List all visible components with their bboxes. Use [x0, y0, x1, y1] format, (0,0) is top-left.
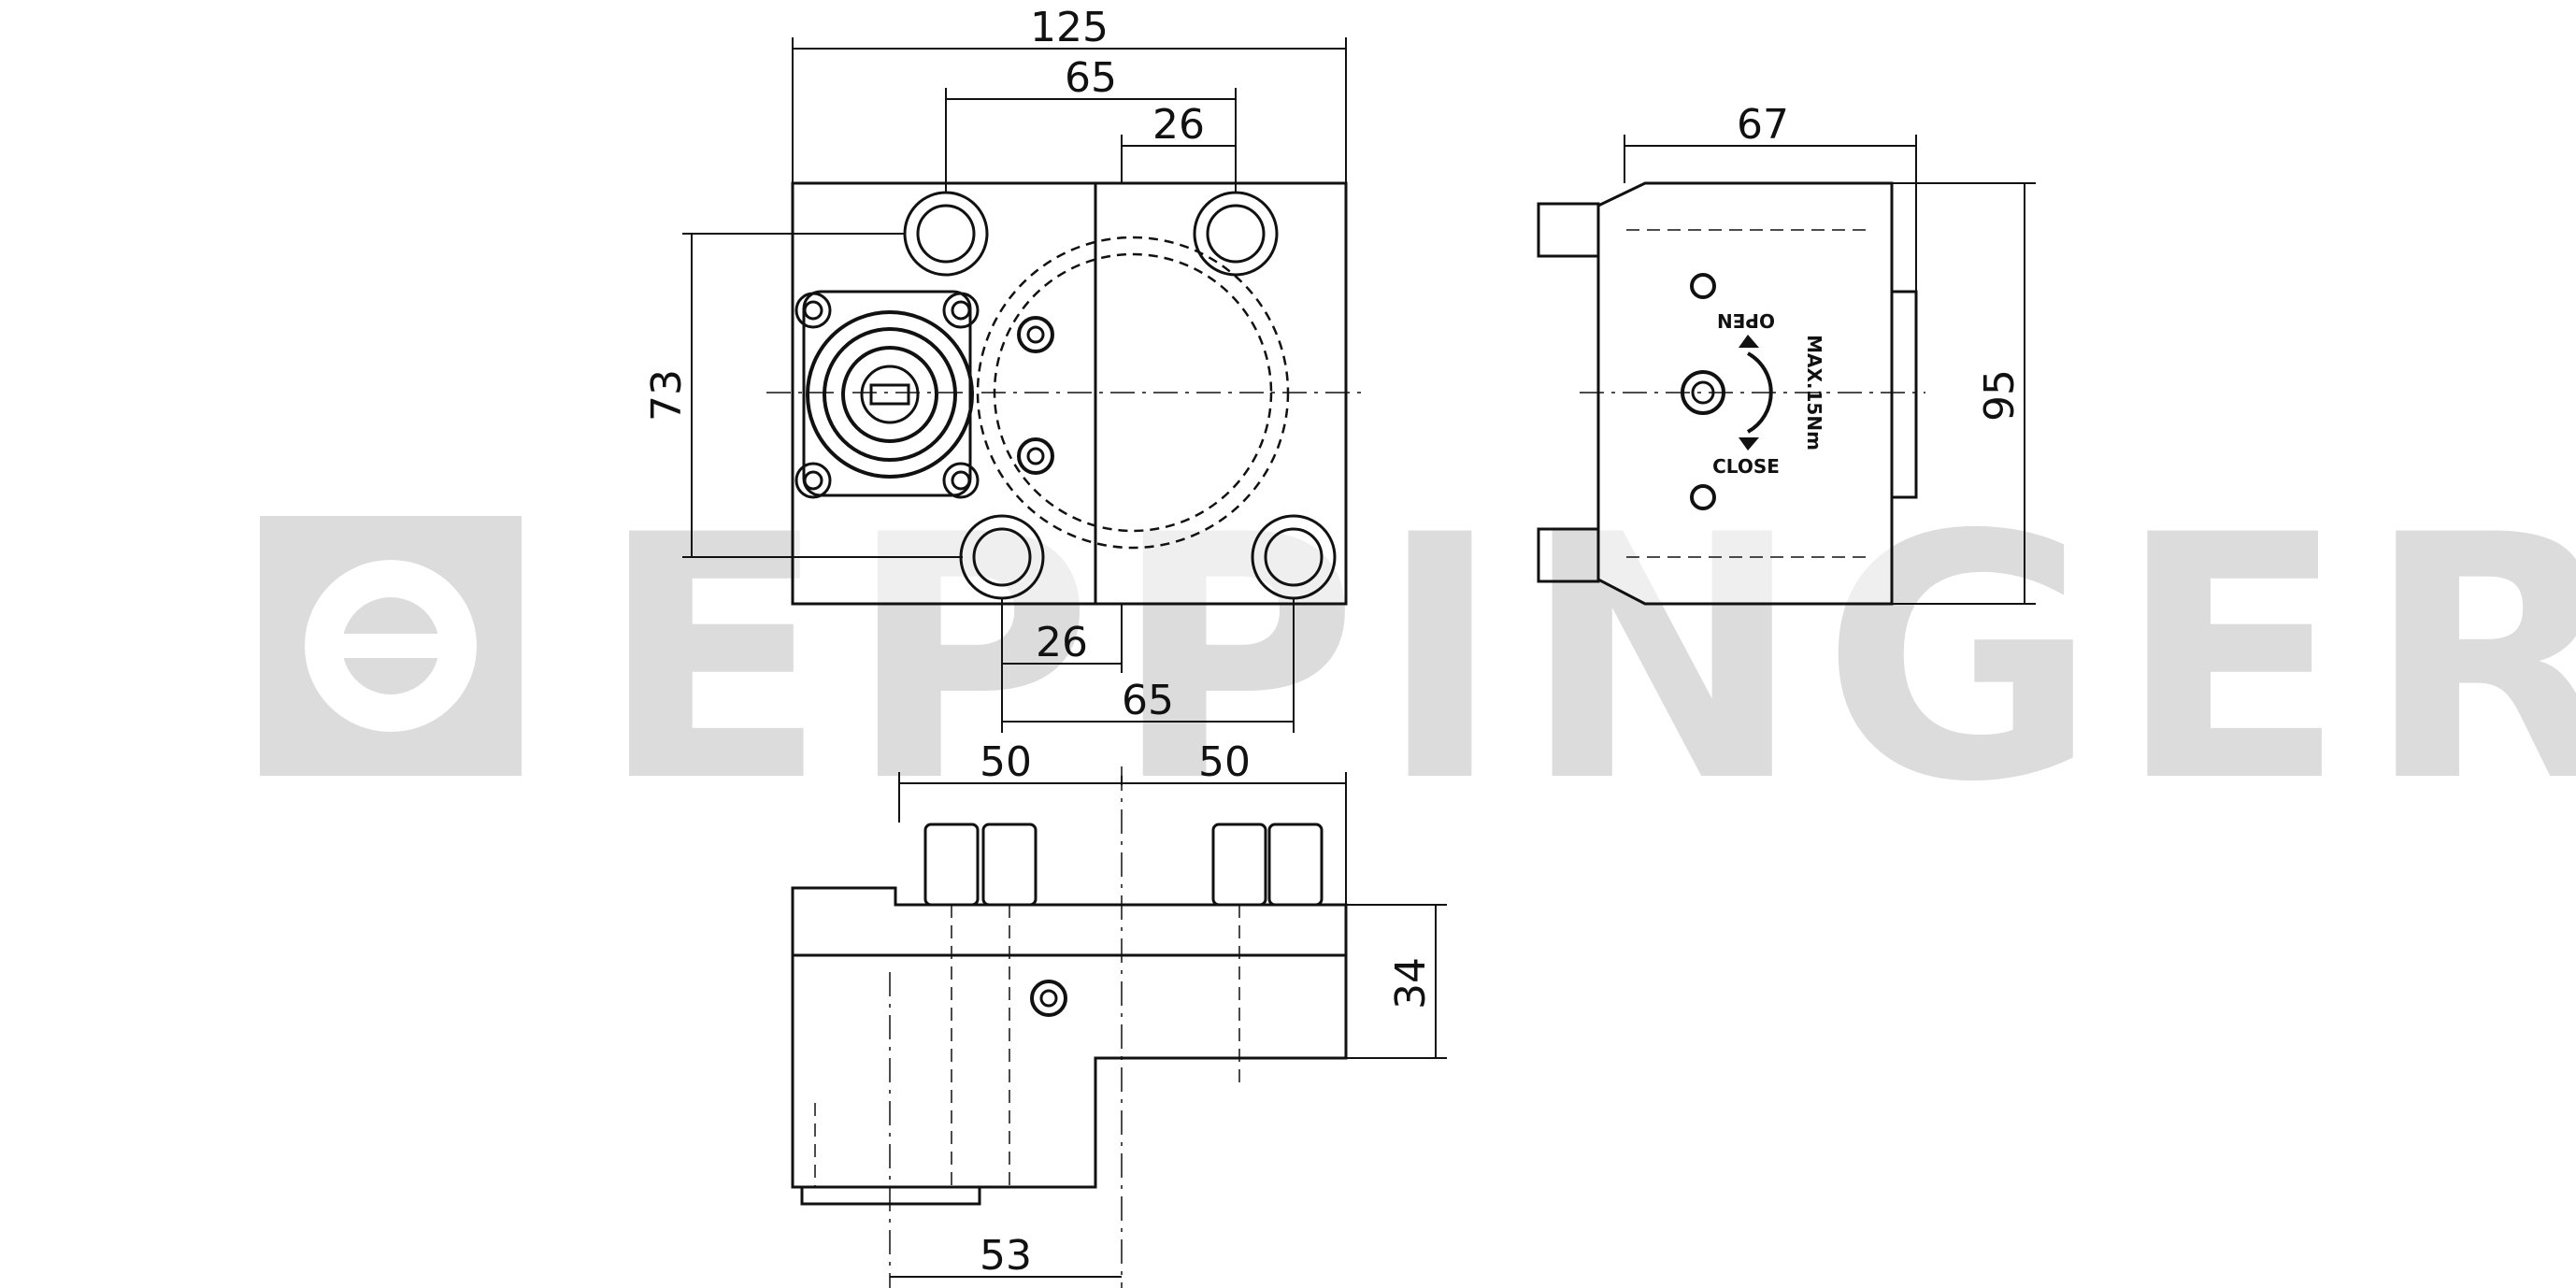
bottom-body	[791, 886, 1348, 1189]
actuation-hex-socket	[1681, 370, 1725, 415]
clamp-screw-upper	[1017, 316, 1054, 353]
front-dimensions	[682, 37, 1347, 733]
dim-bottom-pin-spacing-right: 50	[1198, 738, 1251, 786]
bottom-dimensions	[890, 772, 1447, 1278]
drive-ring-inner	[841, 346, 938, 443]
dim-front-offset-bottom: 26	[1036, 619, 1088, 666]
bottom-pin-4	[1267, 823, 1324, 907]
dim-bottom-step-height: 34	[1387, 957, 1435, 1009]
side-pin-upper	[1537, 202, 1600, 258]
dim-side-height: 95	[1976, 369, 2024, 422]
bottom-screw	[1030, 980, 1067, 1017]
dim-bottom-pin-spacing-left: 50	[980, 738, 1032, 786]
bottom-view	[791, 766, 1348, 1288]
dim-front-width: 125	[1030, 4, 1109, 51]
side-clamp-plate	[1892, 290, 1918, 499]
dim-front-height: 73	[643, 369, 691, 422]
watermark-logo-bar	[336, 634, 445, 658]
bottom-foot	[800, 1185, 981, 1206]
label-max-torque: MAX.15Nm	[1803, 335, 1825, 451]
dim-side-depth: 67	[1737, 101, 1789, 149]
dim-front-offset-top: 26	[1152, 101, 1205, 149]
side-dimensions	[1624, 135, 2036, 605]
dim-front-bolt-spacing-bottom: 65	[1122, 677, 1174, 724]
dim-front-bolt-spacing-top: 65	[1065, 54, 1117, 102]
side-view	[1537, 181, 1925, 606]
rotate-arrow-icon	[1747, 351, 1773, 434]
watermark: EPPINGER	[260, 464, 2576, 855]
label-open: OPEN	[1717, 309, 1775, 332]
side-body	[1596, 181, 1894, 606]
side-screw-upper	[1690, 273, 1716, 299]
side-pin-lower	[1537, 527, 1600, 583]
label-close: CLOSE	[1712, 455, 1780, 478]
dim-bottom-width: 53	[980, 1232, 1032, 1280]
side-screw-lower	[1690, 484, 1716, 510]
drive-ring-outer	[806, 310, 974, 479]
clamp-screw-lower	[1017, 437, 1054, 475]
drive-slot	[869, 383, 910, 406]
front-view	[766, 181, 1365, 606]
front-body	[791, 181, 1348, 606]
